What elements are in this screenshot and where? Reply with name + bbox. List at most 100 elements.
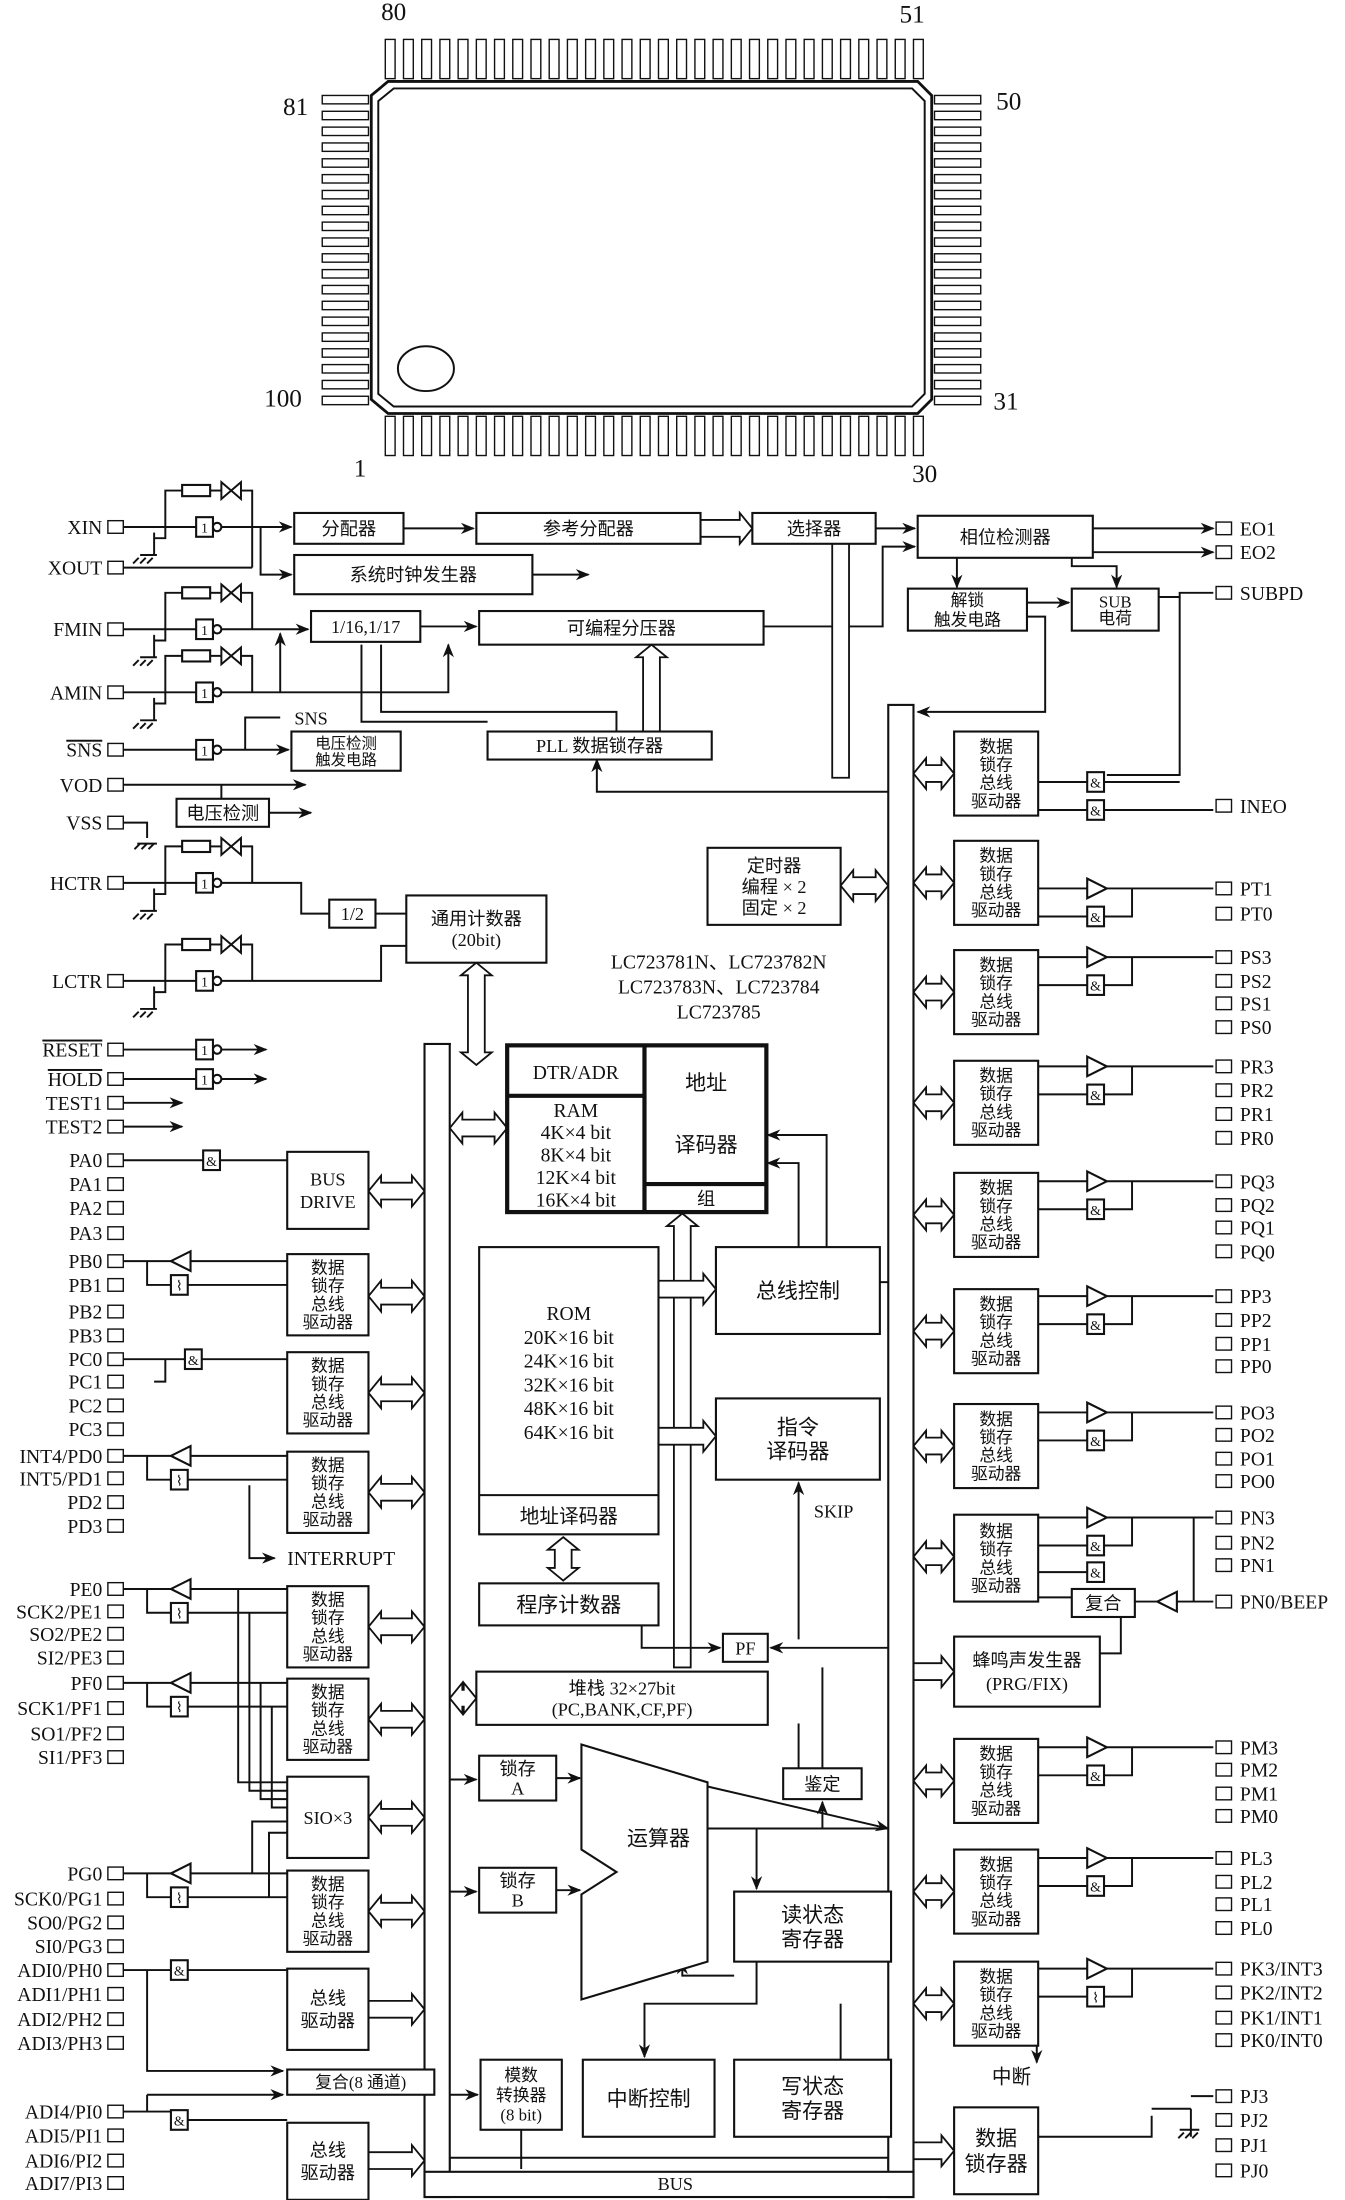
- and-gate: [1086, 799, 1106, 821]
- latch-b-block-label: 锁存: [499, 1871, 535, 1891]
- port-e-driver-block-label: 总线: [311, 1627, 345, 1646]
- right-port-driver-block-label: 数据: [979, 847, 1013, 866]
- and-gate-symbol: &: [1090, 980, 1101, 995]
- judge-block: [782, 1767, 863, 1801]
- package-pin: [384, 38, 396, 80]
- and-gate: [1086, 1429, 1106, 1452]
- transmission-gate-icon: [220, 933, 242, 956]
- interrupt-control-block-label: 中断控制: [607, 2087, 691, 2111]
- buzzer-generator-block: [953, 1635, 1101, 1708]
- adc-block-label: 模数: [504, 2066, 538, 2085]
- pin-pad: [107, 1328, 124, 1343]
- pin-label: PK1/INT1: [1240, 2009, 1323, 2030]
- pin-label: PS0: [1240, 1018, 1272, 1039]
- pin-label: PK2/INT2: [1240, 1983, 1323, 2004]
- port-d-driver-block-label: 驱动器: [303, 1511, 354, 1530]
- wire: [123, 821, 149, 839]
- port-b-driver-block-label: 数据: [311, 1258, 345, 1277]
- buffer-icon: [168, 1249, 192, 1273]
- wire: [916, 615, 1047, 718]
- bus-arrow: [367, 1474, 426, 1511]
- pin-pad: [107, 1915, 124, 1930]
- package-pin: [493, 415, 506, 457]
- unlock-trigger-block-label: 触发电路: [934, 610, 1001, 629]
- pin-pad: [1215, 1921, 1233, 1936]
- divider-block-label: 分配器: [322, 519, 377, 539]
- bus-arrow: [458, 961, 495, 1067]
- right-port-driver-block-label: 驱动器: [971, 1910, 1022, 1929]
- pin-label: PC2: [68, 1396, 102, 1417]
- ground-icon: [132, 557, 154, 565]
- wire: [1038, 2115, 1153, 2138]
- unlock-trigger-block: [906, 587, 1029, 632]
- and-gate: [183, 1348, 203, 1371]
- pin-label: PJ0: [1240, 2161, 1269, 2182]
- bus-arrow: [367, 1173, 426, 1210]
- sio-block-label: SIO×3: [303, 1808, 352, 1828]
- divider-block: [293, 511, 405, 545]
- schmitt-gate-symbol: ⌇: [1092, 1990, 1099, 2006]
- package-pin: [530, 415, 542, 457]
- rom-size-label: 32K×16 bit: [524, 1375, 615, 1396]
- right-port-driver-block-label: 数据: [979, 737, 1013, 756]
- package-pin: [439, 415, 451, 457]
- right-port-driver-block: [953, 1402, 1040, 1490]
- pin-label: PS3: [1240, 948, 1272, 969]
- wire: [146, 1455, 171, 1481]
- pin-pad: [1215, 1897, 1233, 1912]
- package-pin: [894, 38, 906, 80]
- pin-pad: [107, 1448, 124, 1463]
- inverter-gate-symbol: 1: [201, 522, 208, 537]
- pin-pad: [1215, 950, 1233, 965]
- read-status-register-block-label: 寄存器: [781, 1927, 844, 1951]
- bus-label: BUS: [658, 2174, 693, 2194]
- and-gate-symbol: &: [1090, 1089, 1101, 1104]
- wire: [1132, 1516, 1195, 1602]
- and-gate-symbol: &: [1090, 1770, 1101, 1785]
- pin-pad: [1215, 1474, 1233, 1489]
- sub-charge-block-label: SUB: [1099, 592, 1132, 611]
- package-pin: [821, 415, 833, 457]
- pin-label: VSS: [66, 814, 102, 835]
- bus-arrow: [822, 525, 859, 779]
- pin-label: PR0: [1240, 1129, 1274, 1150]
- pin-pad: [107, 815, 124, 830]
- package-pin: [767, 38, 779, 80]
- sns-signal-label: SNS: [294, 709, 327, 729]
- buffer-icon: [168, 1861, 192, 1885]
- right-bus: [887, 703, 915, 2199]
- pin-label: PS1: [1240, 994, 1272, 1015]
- pin-pad: [1215, 1198, 1233, 1213]
- buzzer-generator-block-label: (PRG/FIX): [986, 1674, 1068, 1695]
- buffer-icon: [1086, 1169, 1110, 1193]
- data-latch-block: [953, 2106, 1040, 2196]
- package-pin: [321, 189, 370, 200]
- port-h-bus-driver-block: [286, 1967, 370, 2051]
- pin-pad: [1215, 1359, 1233, 1374]
- program-counter-block-label: 程序计数器: [516, 1593, 621, 1617]
- right-port-driver-block-label: 总线: [979, 774, 1013, 793]
- bus-arrow: [912, 1873, 956, 1910]
- sio-block: [286, 1775, 370, 1860]
- and-gate-symbol: &: [206, 1155, 217, 1170]
- package-pin: [548, 415, 560, 457]
- package-pin: [566, 415, 578, 457]
- right-port-driver-block-label: 总线: [979, 1892, 1013, 1911]
- pin-label: SO0/PG2: [27, 1913, 102, 1934]
- pin-pad: [1215, 1850, 1233, 1865]
- pin-label: PN2: [1240, 1534, 1275, 1555]
- wire: [146, 1970, 285, 2077]
- latch-b-block: [478, 1866, 558, 1914]
- pin-label: PB0: [68, 1252, 102, 1273]
- package-pin: [933, 395, 982, 406]
- wire: [154, 980, 167, 994]
- and-gate-symbol: &: [1090, 1881, 1101, 1896]
- pin-pad: [107, 875, 124, 890]
- pin-label: ADI1/PH1: [17, 1985, 102, 2006]
- pin-label: PN3: [1240, 1509, 1275, 1530]
- and-gate-symbol: &: [1090, 1567, 1101, 1582]
- wire: [221, 643, 454, 694]
- and-gate-symbol: &: [1090, 1540, 1101, 1555]
- pin-pad: [107, 777, 124, 792]
- package-pin: [933, 94, 982, 105]
